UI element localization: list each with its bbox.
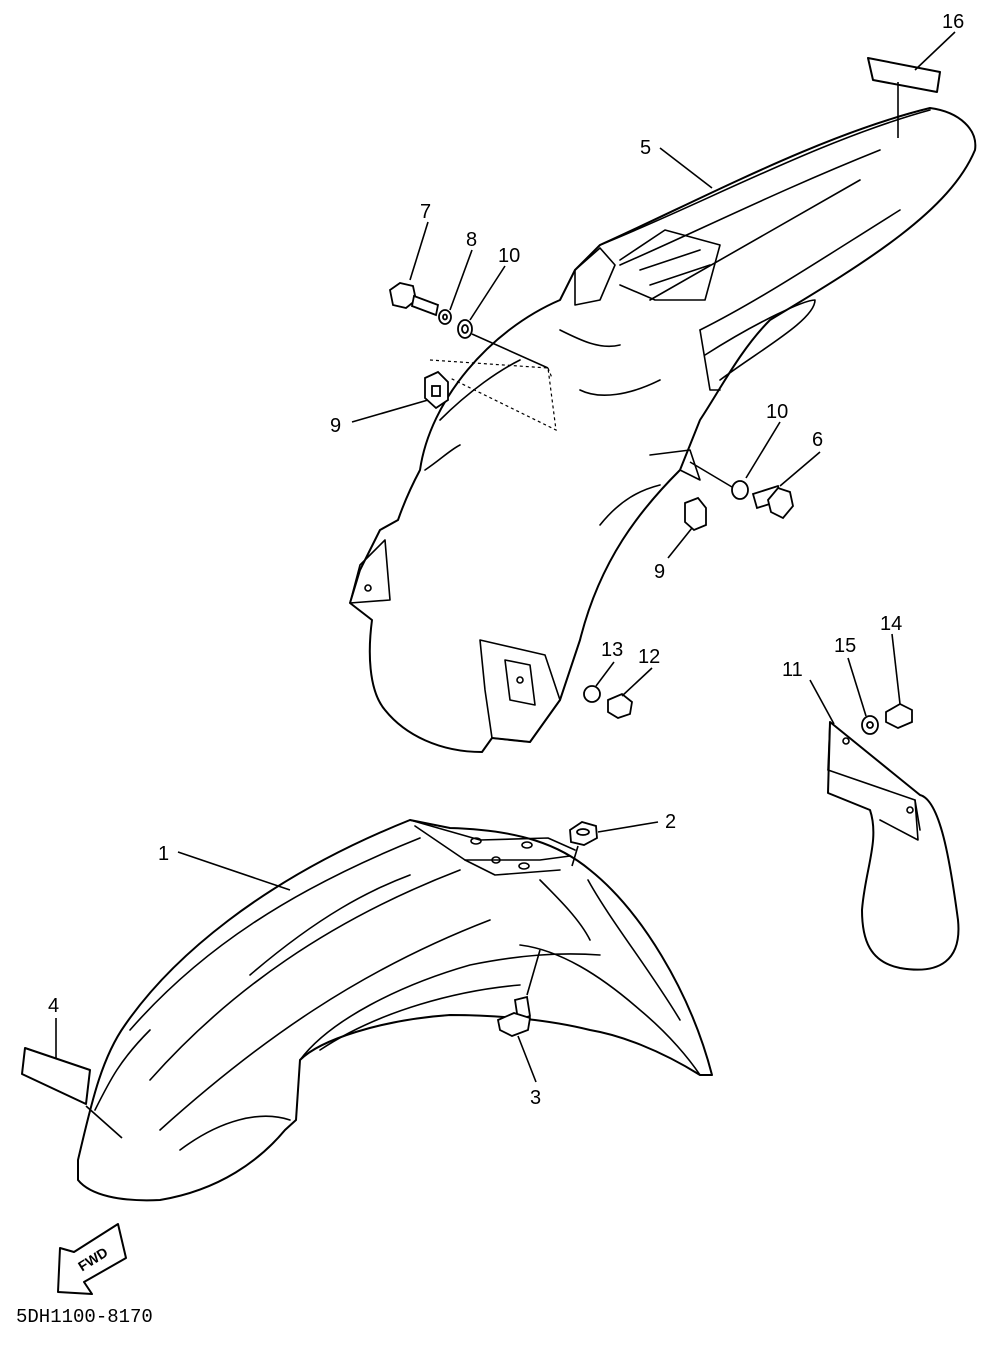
rear-fender-hardware: [389, 282, 794, 719]
callout-3: 3: [530, 1087, 541, 1109]
front-fender-hardware: [496, 821, 598, 1037]
callout-16: 16: [942, 11, 964, 33]
grommet-13: [583, 685, 601, 703]
callout-7: 7: [420, 201, 431, 223]
callout-10-upper: 10: [498, 245, 520, 267]
label-16: [867, 57, 941, 93]
callout-1: 1: [158, 843, 169, 865]
callout-4: 4: [48, 995, 59, 1017]
callout-6: 6: [812, 429, 823, 451]
callout-9-upper: 9: [330, 415, 341, 437]
callout-2: 2: [665, 811, 676, 833]
callout-8: 8: [466, 229, 477, 251]
screw-12: [607, 692, 633, 719]
callout-10-lower: 10: [766, 401, 788, 423]
nut-9-lower: [684, 496, 707, 532]
callout-9-lower: 9: [654, 561, 665, 583]
fwd-arrow: FWD: [57, 1223, 127, 1295]
label-4: [21, 1047, 91, 1105]
callout-12: 12: [638, 646, 660, 668]
rear-fender: [349, 107, 977, 753]
callout-15: 15: [834, 635, 856, 657]
callout-14: 14: [880, 613, 902, 635]
mud-guard: [827, 702, 960, 971]
callouts: 1 2 3 4 5 6 7 8 9 9 10 10 11 12 13 14 15…: [48, 11, 964, 1109]
callout-13: 13: [601, 639, 623, 661]
leader-lines: [55, 31, 956, 1139]
callout-5: 5: [640, 137, 651, 159]
drawing-code: 5DH1100-8170: [16, 1306, 153, 1328]
collar-10-lower: [731, 480, 749, 500]
callout-11: 11: [782, 659, 803, 681]
front-fender: [77, 819, 713, 1202]
screw-14: [885, 702, 913, 729]
